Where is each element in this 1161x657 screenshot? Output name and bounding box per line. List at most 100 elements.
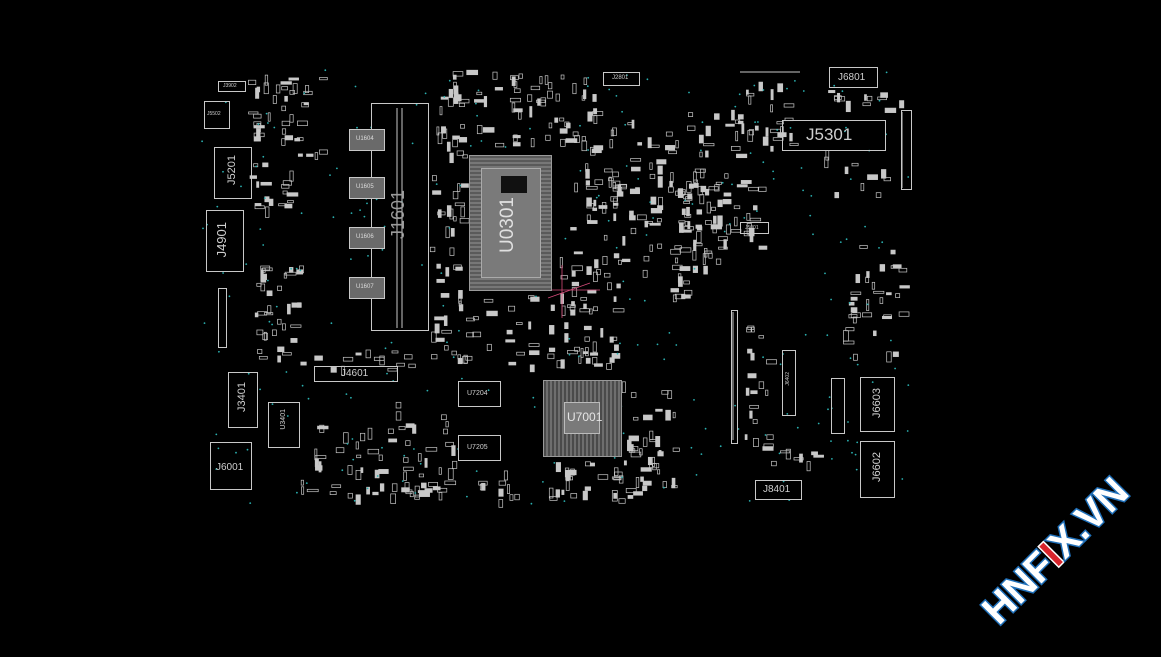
passive-component[interactable]	[585, 180, 590, 186]
passive-component[interactable]	[281, 120, 291, 127]
passive-component[interactable]	[649, 162, 653, 170]
passive-component[interactable]	[548, 122, 553, 129]
passive-component[interactable]	[446, 205, 452, 217]
passive-component[interactable]	[677, 188, 684, 198]
passive-component[interactable]	[890, 265, 899, 269]
passive-component[interactable]	[750, 352, 755, 361]
passive-component[interactable]	[559, 257, 563, 269]
passive-component[interactable]	[301, 486, 305, 495]
passive-component[interactable]	[630, 446, 639, 452]
passive-component[interactable]	[899, 285, 910, 289]
passive-component[interactable]	[681, 294, 691, 299]
passive-component[interactable]	[507, 484, 510, 494]
passive-component[interactable]	[266, 290, 273, 297]
passive-component[interactable]	[282, 352, 292, 356]
passive-component[interactable]	[848, 301, 855, 306]
passive-component[interactable]	[460, 206, 465, 218]
passive-component[interactable]	[455, 266, 463, 271]
passive-component[interactable]	[657, 243, 663, 249]
passive-component[interactable]	[623, 460, 627, 466]
passive-component[interactable]	[445, 226, 450, 239]
passive-component[interactable]	[355, 352, 362, 356]
passive-component[interactable]	[593, 306, 598, 312]
passive-component[interactable]	[704, 248, 708, 258]
passive-component[interactable]	[725, 123, 735, 127]
passive-component[interactable]	[284, 203, 293, 209]
passive-component[interactable]	[747, 348, 753, 354]
passive-component[interactable]	[600, 328, 604, 338]
passive-component[interactable]	[262, 162, 269, 168]
passive-component[interactable]	[713, 215, 717, 224]
passive-component[interactable]	[845, 100, 851, 113]
passive-component[interactable]	[657, 205, 664, 211]
passive-component[interactable]	[291, 302, 302, 308]
passive-component[interactable]	[675, 190, 685, 196]
passive-component[interactable]	[614, 344, 619, 351]
passive-component[interactable]	[564, 322, 569, 330]
passive-component[interactable]	[570, 227, 577, 231]
passive-component[interactable]	[609, 139, 614, 149]
passive-component[interactable]	[482, 127, 495, 133]
passive-component[interactable]	[612, 187, 623, 192]
passive-component[interactable]	[892, 351, 899, 357]
passive-component[interactable]	[649, 244, 653, 252]
passive-component[interactable]	[587, 111, 593, 122]
passive-component[interactable]	[656, 218, 662, 223]
passive-component[interactable]	[305, 85, 310, 93]
passive-component[interactable]	[421, 482, 427, 489]
passive-component[interactable]	[297, 302, 302, 308]
passive-component[interactable]	[282, 190, 288, 195]
passive-component[interactable]	[583, 303, 587, 309]
passive-component[interactable]	[699, 194, 705, 205]
passive-component[interactable]	[549, 496, 558, 501]
passive-component[interactable]	[498, 488, 504, 497]
passive-component[interactable]	[466, 332, 474, 338]
passive-component[interactable]	[705, 220, 712, 225]
passive-component[interactable]	[512, 142, 521, 147]
passive-component[interactable]	[272, 329, 277, 336]
passive-component[interactable]	[249, 175, 257, 179]
passive-component[interactable]	[514, 88, 521, 93]
passive-component[interactable]	[681, 229, 692, 233]
passive-component[interactable]	[253, 136, 261, 142]
passive-component[interactable]	[503, 470, 508, 481]
j6001-outline[interactable]	[210, 442, 252, 490]
passive-component[interactable]	[409, 491, 414, 498]
passive-component[interactable]	[612, 182, 616, 189]
passive-component[interactable]	[693, 183, 699, 188]
passive-component[interactable]	[579, 308, 591, 313]
passive-component[interactable]	[608, 177, 614, 182]
passive-component[interactable]	[445, 441, 454, 447]
passive-component[interactable]	[867, 174, 878, 180]
passive-component[interactable]	[290, 324, 302, 328]
passive-component[interactable]	[453, 216, 457, 222]
j5201-outline[interactable]	[214, 147, 252, 199]
passive-component[interactable]	[715, 181, 722, 185]
passive-component[interactable]	[642, 485, 648, 492]
passive-component[interactable]	[651, 456, 655, 467]
passive-component[interactable]	[388, 438, 398, 443]
passive-component[interactable]	[708, 252, 713, 259]
passive-component[interactable]	[277, 355, 281, 363]
passive-component[interactable]	[746, 213, 751, 221]
passive-component[interactable]	[550, 304, 555, 311]
passive-component[interactable]	[616, 283, 621, 289]
passive-component[interactable]	[547, 353, 555, 360]
passive-component[interactable]	[281, 86, 288, 91]
passive-component[interactable]	[683, 289, 693, 296]
passive-component[interactable]	[748, 129, 754, 136]
passive-component[interactable]	[571, 270, 576, 277]
passive-component[interactable]	[613, 253, 620, 259]
passive-component[interactable]	[850, 312, 861, 318]
j3902-outline[interactable]	[218, 81, 246, 92]
passive-component[interactable]	[754, 125, 759, 131]
passive-component[interactable]	[445, 267, 450, 277]
passive-component[interactable]	[643, 414, 653, 421]
passive-component[interactable]	[749, 410, 753, 419]
passive-component[interactable]	[277, 318, 282, 325]
passive-component[interactable]	[256, 181, 260, 188]
passive-component[interactable]	[574, 346, 580, 352]
passive-component[interactable]	[630, 158, 642, 162]
passive-component[interactable]	[289, 170, 294, 182]
passive-component[interactable]	[452, 71, 464, 77]
